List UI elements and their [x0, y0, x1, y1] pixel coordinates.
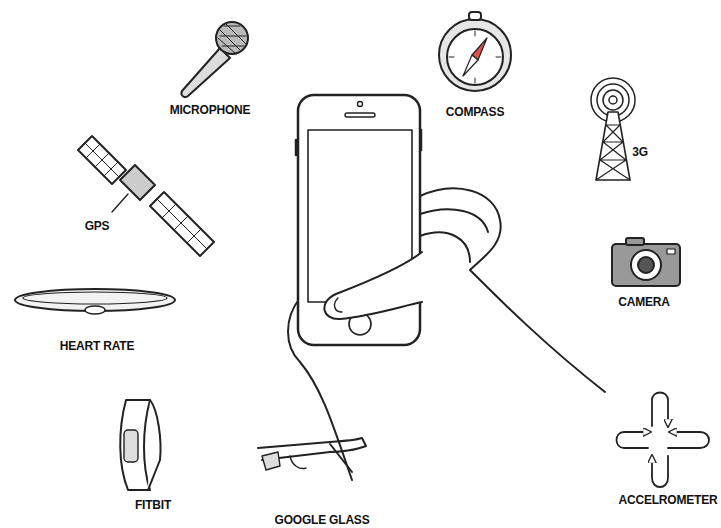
tower-signal [603, 90, 623, 110]
glass-prism [262, 452, 280, 470]
satellite-icon [78, 136, 214, 256]
tower-signal [609, 96, 617, 104]
solar-panel-grid [85, 143, 119, 177]
camera-body [612, 244, 680, 286]
microphone-grille [218, 24, 246, 54]
fitbit-display [124, 430, 138, 462]
solar-panel-grid [157, 199, 207, 249]
finger-line [420, 209, 488, 232]
camera-top [626, 238, 644, 245]
satellite-body [120, 165, 155, 200]
glass-nose-pad [290, 456, 306, 469]
phone-camera [358, 102, 363, 107]
compass-needle [463, 55, 478, 76]
glass-arm [330, 444, 352, 472]
solar-panel [78, 136, 126, 184]
thumb [324, 252, 422, 319]
accelerometer-loop [668, 432, 709, 448]
compass-icon [439, 12, 511, 91]
strap-sensor [85, 306, 105, 314]
phone-side-button [295, 140, 298, 155]
camera-lens-inner [638, 257, 654, 273]
compass-dial [447, 29, 503, 85]
icon-label: FITBIT [135, 498, 171, 512]
heart-rate-strap-icon [15, 289, 175, 314]
camera-lens [631, 250, 661, 280]
accelerometer-loop [652, 393, 668, 427]
tower-frame [596, 112, 630, 180]
compass-ticks [449, 31, 501, 83]
fitbit-band [120, 400, 150, 490]
finger-line [420, 232, 470, 262]
camera-icon [612, 238, 680, 286]
fitbit-band [148, 400, 161, 490]
google-glass-icon [258, 438, 366, 472]
strap-band-inner [23, 292, 167, 304]
phone [296, 95, 421, 345]
icon-label: GOOGLE GLASS [275, 513, 370, 527]
icon-label: CAMERA [618, 295, 669, 309]
tower-lattice [596, 125, 630, 180]
icon-label: HEART RATE [60, 339, 134, 353]
phone-speaker [345, 113, 375, 117]
satellite-antenna [112, 194, 128, 212]
compass-ring [469, 12, 481, 20]
accelerometer-loop [652, 456, 668, 487]
thumb-nail [335, 298, 342, 312]
microphone-head [216, 22, 248, 54]
tower-icon [591, 78, 635, 180]
microphone-icon [181, 22, 248, 97]
microphone-handle [181, 48, 230, 97]
accelerometer-icon [617, 393, 710, 488]
phone-side-button [420, 130, 423, 150]
camera-flash [667, 249, 675, 254]
hand-outline [420, 188, 605, 392]
fitbit-icon [120, 400, 160, 490]
icon-label: 3G [632, 145, 648, 159]
icon-label: GPS [85, 219, 110, 233]
icon-label: MICROPHONE [170, 103, 251, 117]
accelerometer-loop [617, 432, 649, 448]
solar-panel [150, 192, 214, 256]
icon-label: ACCELROMETER [619, 493, 718, 507]
icon-label: COMPASS [446, 105, 504, 119]
compass-case [439, 19, 511, 91]
